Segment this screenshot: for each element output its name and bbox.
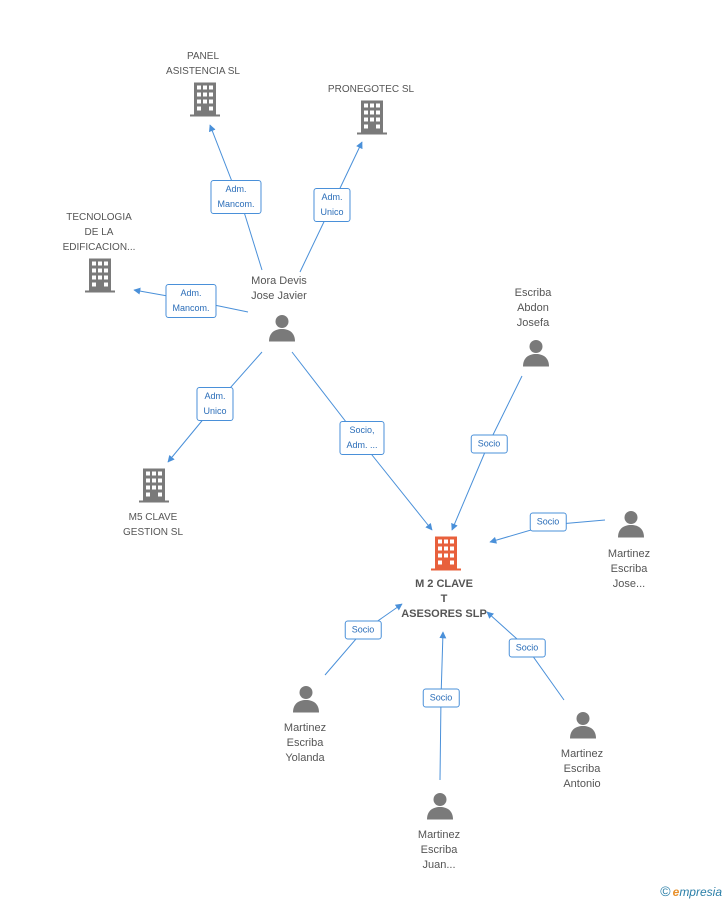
node-label-mora[interactable]: Mora Devis Jose Javier — [251, 275, 307, 302]
person-icon-jose[interactable] — [617, 510, 645, 543]
node-label-center[interactable]: M 2 CLAVE T ASESORES SLP — [401, 578, 487, 620]
edge-mora-panel — [209, 124, 263, 271]
node-label-antonio[interactable]: Martinez Escriba Antonio — [560, 748, 604, 790]
brand-logo: ©empresia — [660, 883, 722, 899]
edge-yolanda-center — [324, 603, 403, 676]
building-icon-m5[interactable] — [139, 468, 169, 508]
edge-label-juan-center[interactable]: Socio — [422, 688, 460, 708]
person-icon-antonio[interactable] — [569, 711, 597, 744]
brand-initial: e — [672, 885, 680, 899]
building-icon-center[interactable] — [431, 536, 461, 576]
edge-label-antonio-center[interactable]: Socio — [508, 638, 546, 658]
node-label-panel[interactable]: PANEL ASISTENCIA SL — [166, 51, 240, 77]
person-icon-abdon[interactable] — [522, 339, 550, 372]
edge-label-yolanda-center[interactable]: Socio — [344, 620, 382, 640]
edge-label-abdon-center[interactable]: Socio — [470, 434, 508, 454]
edge-label-mora-panel[interactable]: Adm. Mancom. — [210, 180, 262, 214]
brand-name: mpresia — [679, 885, 722, 899]
edge-label-mora-center[interactable]: Socio, Adm. ... — [339, 421, 385, 455]
node-label-jose[interactable]: Martinez Escriba Jose... — [607, 548, 651, 590]
building-icon-panel[interactable] — [190, 82, 220, 122]
node-label-juan[interactable]: Martinez Escriba Juan... — [417, 829, 461, 871]
node-label-tecnologia[interactable]: TECNOLOGIA DE LA EDIFICACION... — [62, 212, 136, 253]
person-icon-mora[interactable] — [268, 314, 296, 347]
building-icon-tecnologia[interactable] — [85, 258, 115, 298]
edge-label-mora-pronegotec[interactable]: Adm. Unico — [313, 188, 351, 222]
building-icon-pronegotec[interactable] — [357, 100, 387, 140]
person-icon-juan[interactable] — [426, 792, 454, 825]
node-label-m5[interactable]: M5 CLAVE GESTION SL — [122, 512, 184, 538]
edge-label-mora-tecnologia[interactable]: Adm. Mancom. — [165, 284, 217, 318]
node-label-yolanda[interactable]: Martinez Escriba Yolanda — [283, 722, 327, 764]
copyright-symbol: © — [660, 883, 671, 899]
edge-label-jose-center[interactable]: Socio — [529, 512, 567, 532]
node-label-pronegotec[interactable]: PRONEGOTEC SL — [327, 84, 415, 95]
edge-label-mora-m5[interactable]: Adm. Unico — [196, 387, 234, 421]
node-label-abdon[interactable]: Escriba Abdon Josefa — [514, 287, 552, 329]
person-icon-yolanda[interactable] — [292, 685, 320, 718]
